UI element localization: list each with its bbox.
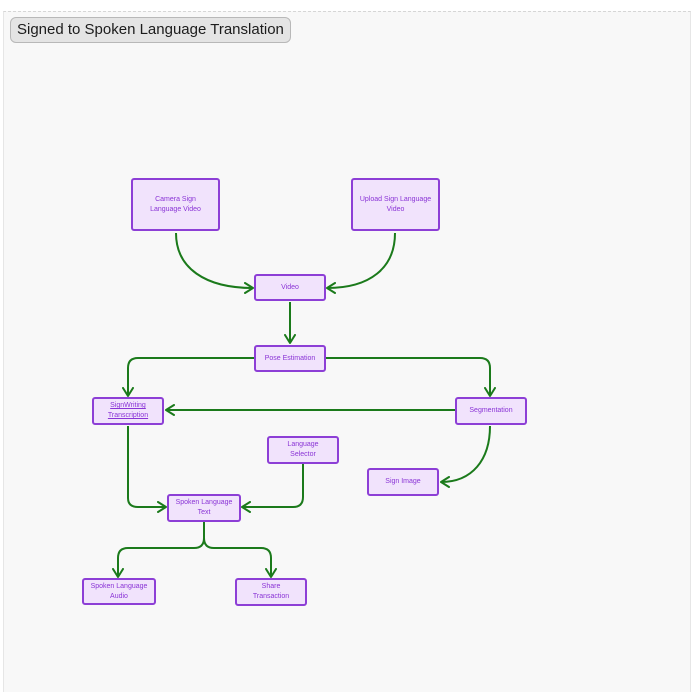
node-spoken-language-audio[interactable]: Spoken Language Audio (82, 578, 156, 605)
node-segmentation[interactable]: Segmentation (455, 397, 527, 425)
node-spoken-language-text[interactable]: Spoken Language Text (167, 494, 241, 522)
edge-spoken-text-to-audio (112, 520, 205, 578)
edge-selector-to-spoken-text (241, 464, 304, 513)
node-language-selector[interactable]: Language Selector (267, 436, 339, 464)
node-upload-sign-language-video[interactable]: Upload Sign Language Video (351, 178, 440, 231)
edge-upload-to-video (326, 232, 396, 294)
edge-spoken-text-to-share (203, 537, 277, 578)
node-video[interactable]: Video (254, 274, 326, 301)
edge-camera-to-video (175, 232, 254, 294)
edge-segmentation-to-sign-image (440, 425, 491, 488)
node-share-transaction[interactable]: Share Transaction (235, 578, 307, 606)
diagram-title: Signed to Spoken Language Translation (10, 17, 291, 43)
node-signwriting-transcription[interactable]: SignWriting Transcription (92, 397, 164, 425)
node-pose-estimation[interactable]: Pose Estimation (254, 345, 326, 372)
node-sign-image[interactable]: Sign Image (367, 468, 439, 496)
edge-pose-to-signwriting (122, 357, 254, 397)
edge-signwriting-to-spoken-text (127, 426, 167, 513)
edge-pose-to-segmentation (326, 357, 496, 397)
node-camera-sign-language-video[interactable]: Camera Sign Language Video (131, 178, 220, 231)
